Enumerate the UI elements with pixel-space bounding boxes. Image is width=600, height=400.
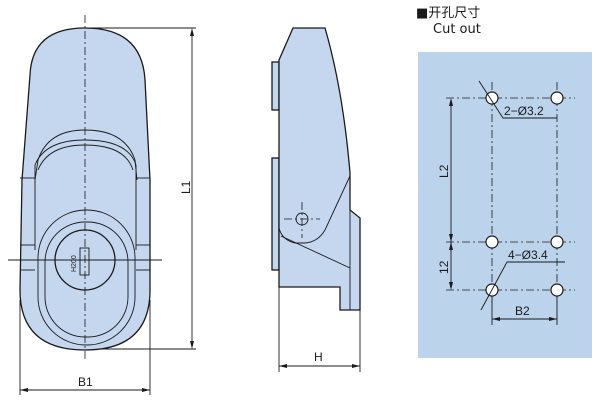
diagonal-edge [280,235,351,269]
leader-line [478,80,557,119]
cutout-view: L2 12 B2 2−Ø3.2 4−Ø3.4 [418,52,592,358]
hole [550,91,564,105]
side-body [278,27,361,311]
label-hole-top: 2−Ø3.2 [504,104,544,118]
label-12: 12 [437,260,451,274]
hole [485,235,499,249]
handle-flap [278,175,351,244]
hole [550,235,564,249]
front-body [19,27,151,351]
label-hole-bottom: 4−Ø3.4 [508,248,548,262]
arch-inner [34,139,137,250]
side-plate [271,157,280,271]
label-b2: B2 [515,304,530,318]
label-l2: L2 [437,164,451,178]
label-h: H [314,350,323,364]
leader-line [480,261,565,311]
hole [485,91,499,105]
cutout-title-en: Cut out [433,22,481,37]
arrow-icon [492,317,557,321]
side-view: H [271,27,361,372]
cutout-panel [418,52,592,358]
keyhole-slot [79,247,90,276]
hole [550,283,564,297]
key-code-label: H200 [71,255,78,272]
escutcheon-inner [44,221,129,338]
label-b1: B1 [78,375,93,389]
cutout-title-cn: ■开孔尺寸 [416,6,481,21]
escutcheon-outer [37,209,136,346]
side-plate [271,61,280,111]
front-view: H200 L1 B1 [8,15,196,395]
label-l1: L1 [179,180,193,194]
